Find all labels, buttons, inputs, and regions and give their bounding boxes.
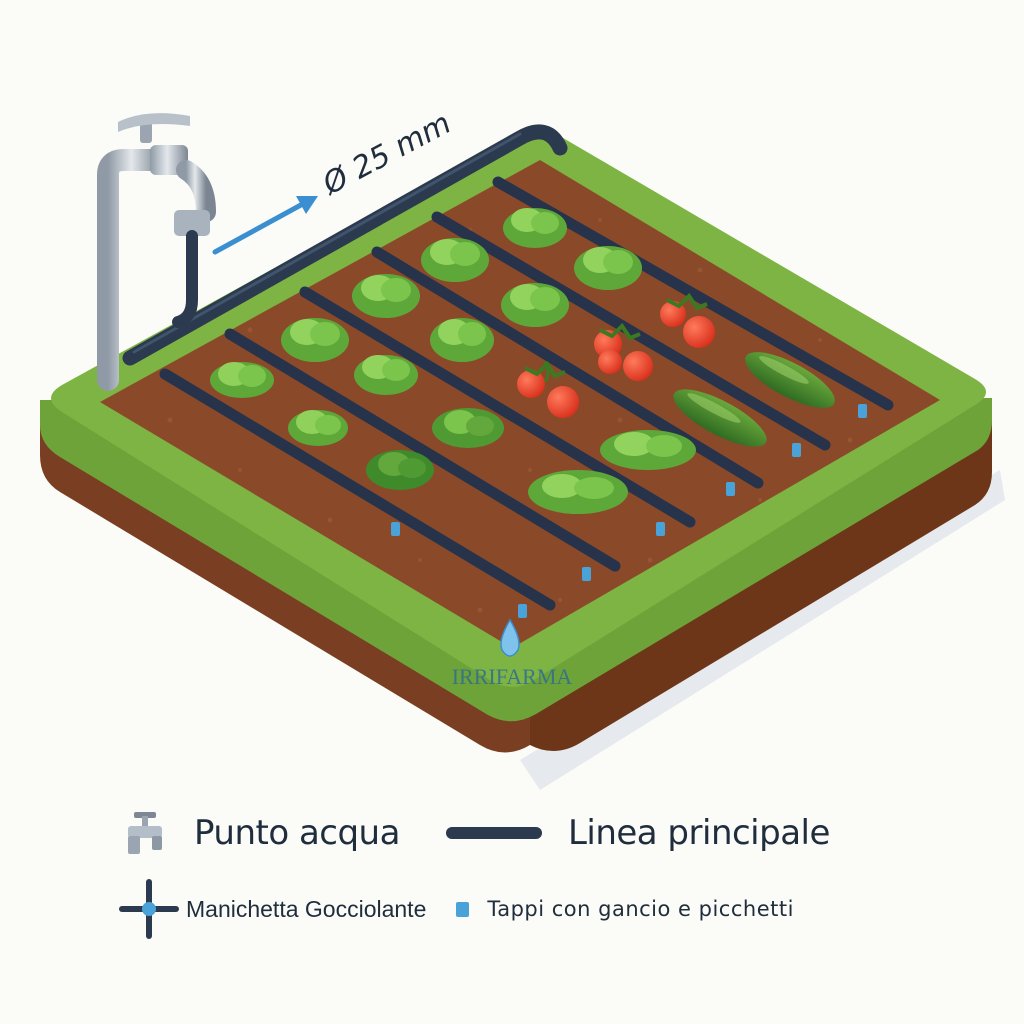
tomato-plants — [517, 292, 715, 418]
lettuce — [528, 470, 628, 514]
tomato-cluster — [660, 292, 715, 348]
lettuce — [503, 208, 567, 248]
cucumber — [745, 352, 835, 408]
lettuce — [210, 362, 274, 398]
lettuce — [354, 355, 418, 395]
lettuce — [600, 430, 696, 470]
lettuce — [288, 410, 348, 446]
soil-bed — [100, 160, 940, 648]
faucet-icon — [97, 113, 216, 391]
caps-markers — [391, 404, 867, 618]
cap-marker — [792, 443, 801, 457]
lettuce — [281, 318, 349, 362]
legend-water-point: Punto acqua — [194, 813, 400, 853]
drip-line-3 — [299, 286, 696, 528]
legend-row-1: Punto acqua Linea principale — [120, 808, 830, 858]
lettuce — [430, 318, 494, 362]
cap-marker — [582, 567, 591, 581]
lettuce — [421, 238, 489, 282]
main-line-highlight — [132, 132, 522, 354]
drip-line-2 — [224, 328, 621, 572]
drip-line-1 — [159, 368, 556, 611]
cap-marker — [656, 522, 665, 536]
legend-caps: Tappi con gancio e picchetti — [487, 897, 794, 921]
main-line-icon — [445, 827, 542, 839]
main-line-pipe — [122, 124, 568, 366]
lettuce — [574, 246, 642, 290]
cucumber — [673, 389, 767, 447]
lettuce — [366, 450, 434, 490]
water-drop-logo — [500, 618, 520, 657]
cap-icon — [456, 901, 470, 917]
cap-marker — [518, 604, 527, 618]
lettuce — [501, 283, 569, 327]
cucumbers — [673, 352, 835, 447]
legend-row-2: Manichetta Gocciolante Tappi con gancio … — [118, 878, 794, 940]
brand-watermark: IRRIFARMA — [452, 664, 573, 689]
cap-marker — [726, 482, 735, 496]
lettuce — [352, 274, 420, 318]
cap-marker — [391, 522, 400, 536]
tomato-cluster — [517, 360, 579, 418]
legend-main-line: Linea principale — [567, 813, 830, 853]
lettuce — [432, 408, 504, 448]
tomato-cluster — [594, 322, 653, 381]
legend-drip-hose: Manichetta Gocciolante — [186, 895, 427, 922]
flow-arrow — [212, 196, 318, 255]
drip-hose-icon — [119, 879, 179, 939]
drip-line-5 — [431, 211, 831, 451]
drip-line-4 — [371, 246, 764, 489]
lettuce-plants — [210, 208, 696, 514]
faucet-icon — [128, 812, 162, 854]
cap-marker — [858, 404, 867, 418]
